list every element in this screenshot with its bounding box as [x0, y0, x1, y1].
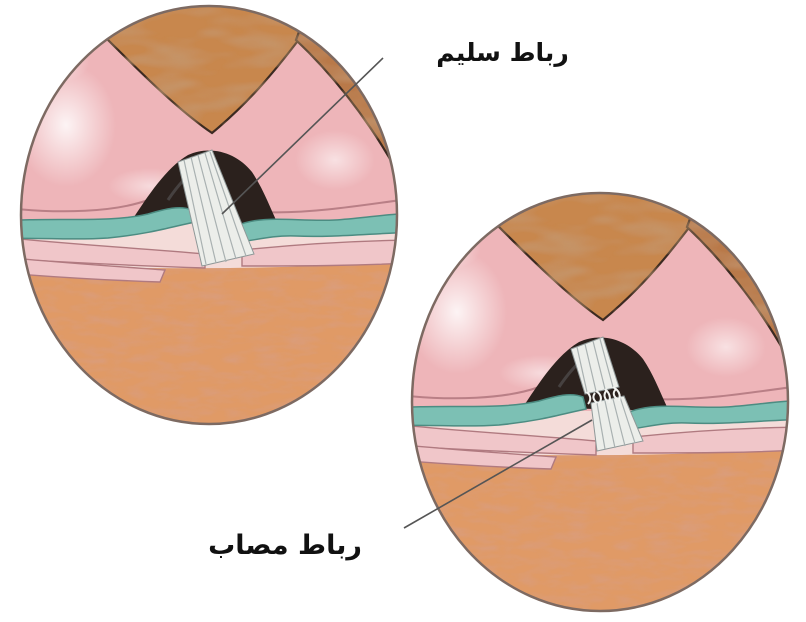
healthy-ligament-label: رباط سليم	[425, 38, 580, 68]
injured-knee-clip	[381, 177, 806, 622]
healthy-knee-clip	[0, 0, 430, 440]
injured-knee-illustration	[381, 177, 806, 622]
injured-ligament-label: رباط مصاب	[190, 530, 380, 562]
healthy-knee-illustration	[0, 0, 430, 440]
